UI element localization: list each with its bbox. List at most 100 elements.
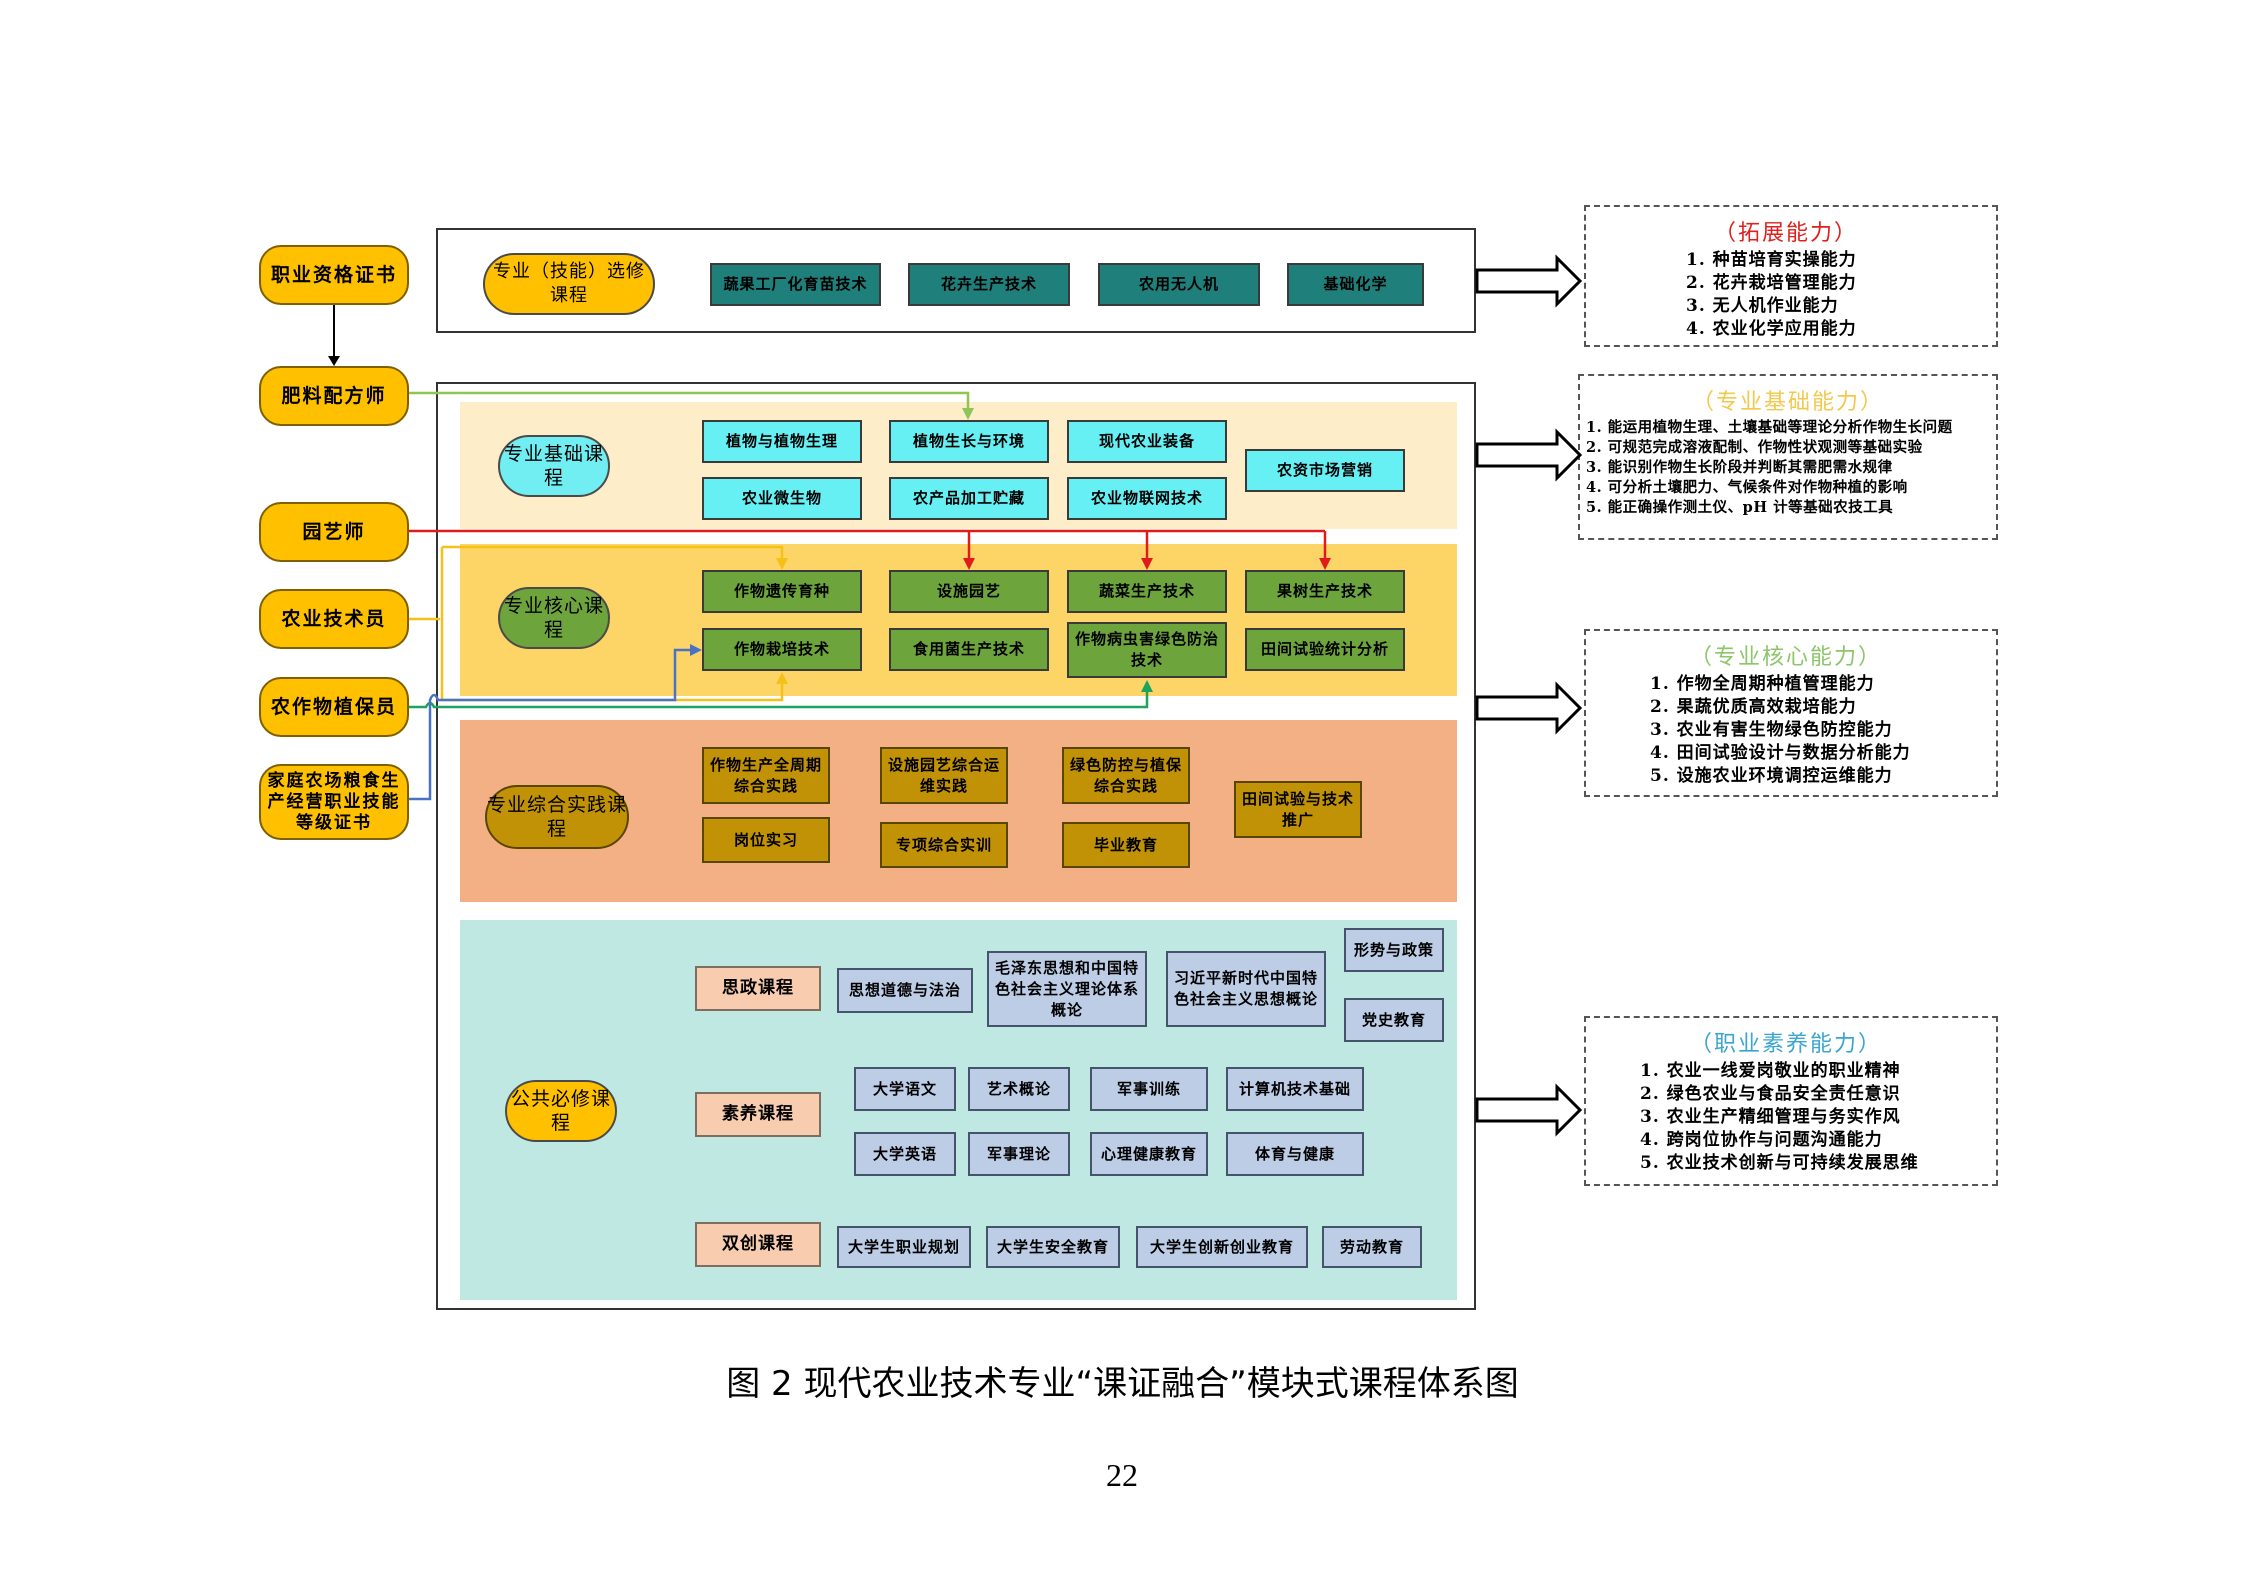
course-label: 形势与政策 [1353,940,1434,959]
course-label: 农业物联网技术 [1090,489,1203,507]
course-box: 大学英语 [854,1132,956,1176]
elective-module-label: 专业（技能）选修课程 [483,253,655,315]
course-box: 植物生长与环境 [889,420,1049,463]
cert-horticulturist: 园艺师 [259,502,409,562]
course-box: 果树生产技术 [1245,570,1405,613]
course-box: 蔬果工厂化育苗技术 [710,263,881,306]
ability-item: 2. 绿色农业与食品安全责任意识 [1640,1084,1901,1104]
course-label: 劳动教育 [1339,1237,1404,1256]
group-label: 素养课程 [722,1104,794,1124]
course-label: 体育与健康 [1254,1144,1335,1163]
course-label: 作物栽培技术 [733,640,830,658]
course-label: 农业微生物 [741,489,822,507]
course-box: 军事理论 [968,1132,1070,1176]
ability-title: （专业核心能力） [1689,645,1882,670]
course-label: 植物与植物生理 [725,432,838,450]
ability-item: 2. 果蔬优质高效栽培能力 [1650,697,1857,717]
course-label: 作物生产全周期综合实践 [710,755,823,795]
figure-caption: 图 2 现代农业技术专业“课证融合”模块式课程体系图 [500,1355,1745,1405]
module-title: 专业综合实践课程 [487,794,628,840]
course-label: 农用无人机 [1138,275,1219,293]
module-title: 专业（技能）选修课程 [493,261,645,306]
ability-item: 4. 农业化学应用能力 [1686,319,1857,339]
course-label: 党史教育 [1361,1010,1426,1029]
course-label: 专项综合实训 [895,835,992,854]
course-box: 专项综合实训 [880,822,1008,868]
ability-item: 3. 无人机作业能力 [1686,296,1839,316]
course-label: 绿色防控与植保综合实践 [1070,755,1183,795]
ability-title: （专业基础能力） [1691,390,1884,415]
block-arrow-professionalism [1475,1083,1583,1137]
course-label: 毛泽东思想和中国特色社会主义理论体系概论 [995,958,1140,1019]
course-label: 习近平新时代中国特色社会主义思想概论 [1174,969,1319,1008]
course-box: 花卉生产技术 [908,263,1070,306]
course-box: 岗位实习 [702,817,830,863]
ability-item: 5. 设施农业环境调控运维能力 [1650,766,1893,786]
course-box: 党史教育 [1344,998,1444,1042]
course-label: 蔬菜生产技术 [1098,582,1195,600]
course-box: 作物遗传育种 [702,570,862,613]
cert-crop-protector: 农作物植保员 [259,677,409,737]
ability-item: 4. 可分析土壤肥力、气候条件对作物种植的影响 [1586,479,1908,496]
course-label: 现代农业装备 [1098,432,1195,450]
ability-box-professionalism: （职业素养能力） 1. 农业一线爱岗敬业的职业精神 2. 绿色农业与食品安全责任… [1584,1016,1998,1186]
caption-text: 图 2 现代农业技术专业“课证融合”模块式课程体系图 [726,1363,1519,1404]
course-label: 作物遗传育种 [733,582,830,600]
course-box: 绿色防控与植保综合实践 [1062,747,1190,804]
course-box: 农业物联网技术 [1067,477,1227,520]
group-label-literacy: 素养课程 [695,1092,821,1137]
block-arrow-extension [1475,254,1583,308]
course-label: 军事训练 [1116,1079,1181,1098]
ability-item: 1. 能运用植物生理、土壤基础等理论分析作物生长问题 [1586,419,1953,436]
cert-label: 家庭农场粮食生产经营职业技能等级证书 [267,770,401,833]
course-box: 思想道德与法治 [837,968,973,1013]
ability-title: （职业素养能力） [1689,1032,1882,1057]
cert-family-farm: 家庭农场粮食生产经营职业技能等级证书 [259,764,409,840]
cert-label: 职业资格证书 [270,264,397,286]
course-label: 基础化学 [1323,275,1388,293]
ability-item: 1. 农业一线爱岗敬业的职业精神 [1640,1061,1901,1081]
cert-label: 农业技术员 [281,608,387,630]
course-box: 农资市场营销 [1245,449,1405,492]
course-label: 思想道德与法治 [848,981,961,999]
ability-title: （拓展能力） [1713,221,1858,246]
course-label: 植物生长与环境 [912,432,1025,450]
course-box: 艺术概论 [968,1067,1070,1111]
course-box: 劳动教育 [1322,1226,1422,1268]
course-label: 艺术概论 [986,1079,1051,1098]
block-arrow-foundation [1475,428,1583,482]
cert-fertilizer-formulator: 肥料配方师 [259,366,409,426]
foundation-module-label: 专业基础课程 [498,435,610,497]
cert-label: 肥料配方师 [281,385,387,407]
course-box: 形势与政策 [1344,928,1444,972]
course-box: 蔬菜生产技术 [1067,570,1227,613]
course-box: 心理健康教育 [1090,1132,1208,1176]
course-box: 田间试验统计分析 [1245,628,1405,671]
course-box: 毕业教育 [1062,822,1190,868]
cert-vocational-qualification: 职业资格证书 [259,245,409,305]
course-label: 大学生职业规划 [847,1237,960,1256]
ability-item: 5. 农业技术创新与可持续发展思维 [1640,1153,1919,1173]
course-label: 花卉生产技术 [940,275,1037,293]
ability-item: 2. 可规范完成溶液配制、作物性状观测等基础实验 [1586,439,1923,456]
course-box: 计算机技术基础 [1226,1067,1364,1111]
public-module-label: 公共必修课程 [505,1080,617,1142]
course-box: 农产品加工贮藏 [889,477,1049,520]
connector-vocational-to-fertilizer [328,305,340,366]
ability-item: 4. 跨岗位协作与问题沟通能力 [1640,1130,1883,1150]
module-title: 专业核心课程 [503,595,604,641]
group-label: 双创课程 [722,1234,794,1254]
course-label: 大学语文 [872,1079,937,1098]
course-label: 田间试验与技术推广 [1242,789,1355,829]
group-label-ideology: 思政课程 [695,966,821,1011]
module-title: 公共必修课程 [510,1088,611,1134]
practice-module-label: 专业综合实践课程 [485,785,629,849]
course-label: 岗位实习 [733,830,798,849]
course-label: 果树生产技术 [1276,582,1373,600]
course-label: 大学生安全教育 [996,1237,1109,1256]
course-label: 作物病虫害绿色防治技术 [1075,630,1220,669]
course-label: 毕业教育 [1093,835,1158,854]
course-label: 农资市场营销 [1276,461,1373,479]
ability-item: 2. 花卉栽培管理能力 [1686,273,1857,293]
ability-box-extension: （拓展能力） 1. 种苗培育实操能力 2. 花卉栽培管理能力 3. 无人机作业能… [1584,205,1998,347]
